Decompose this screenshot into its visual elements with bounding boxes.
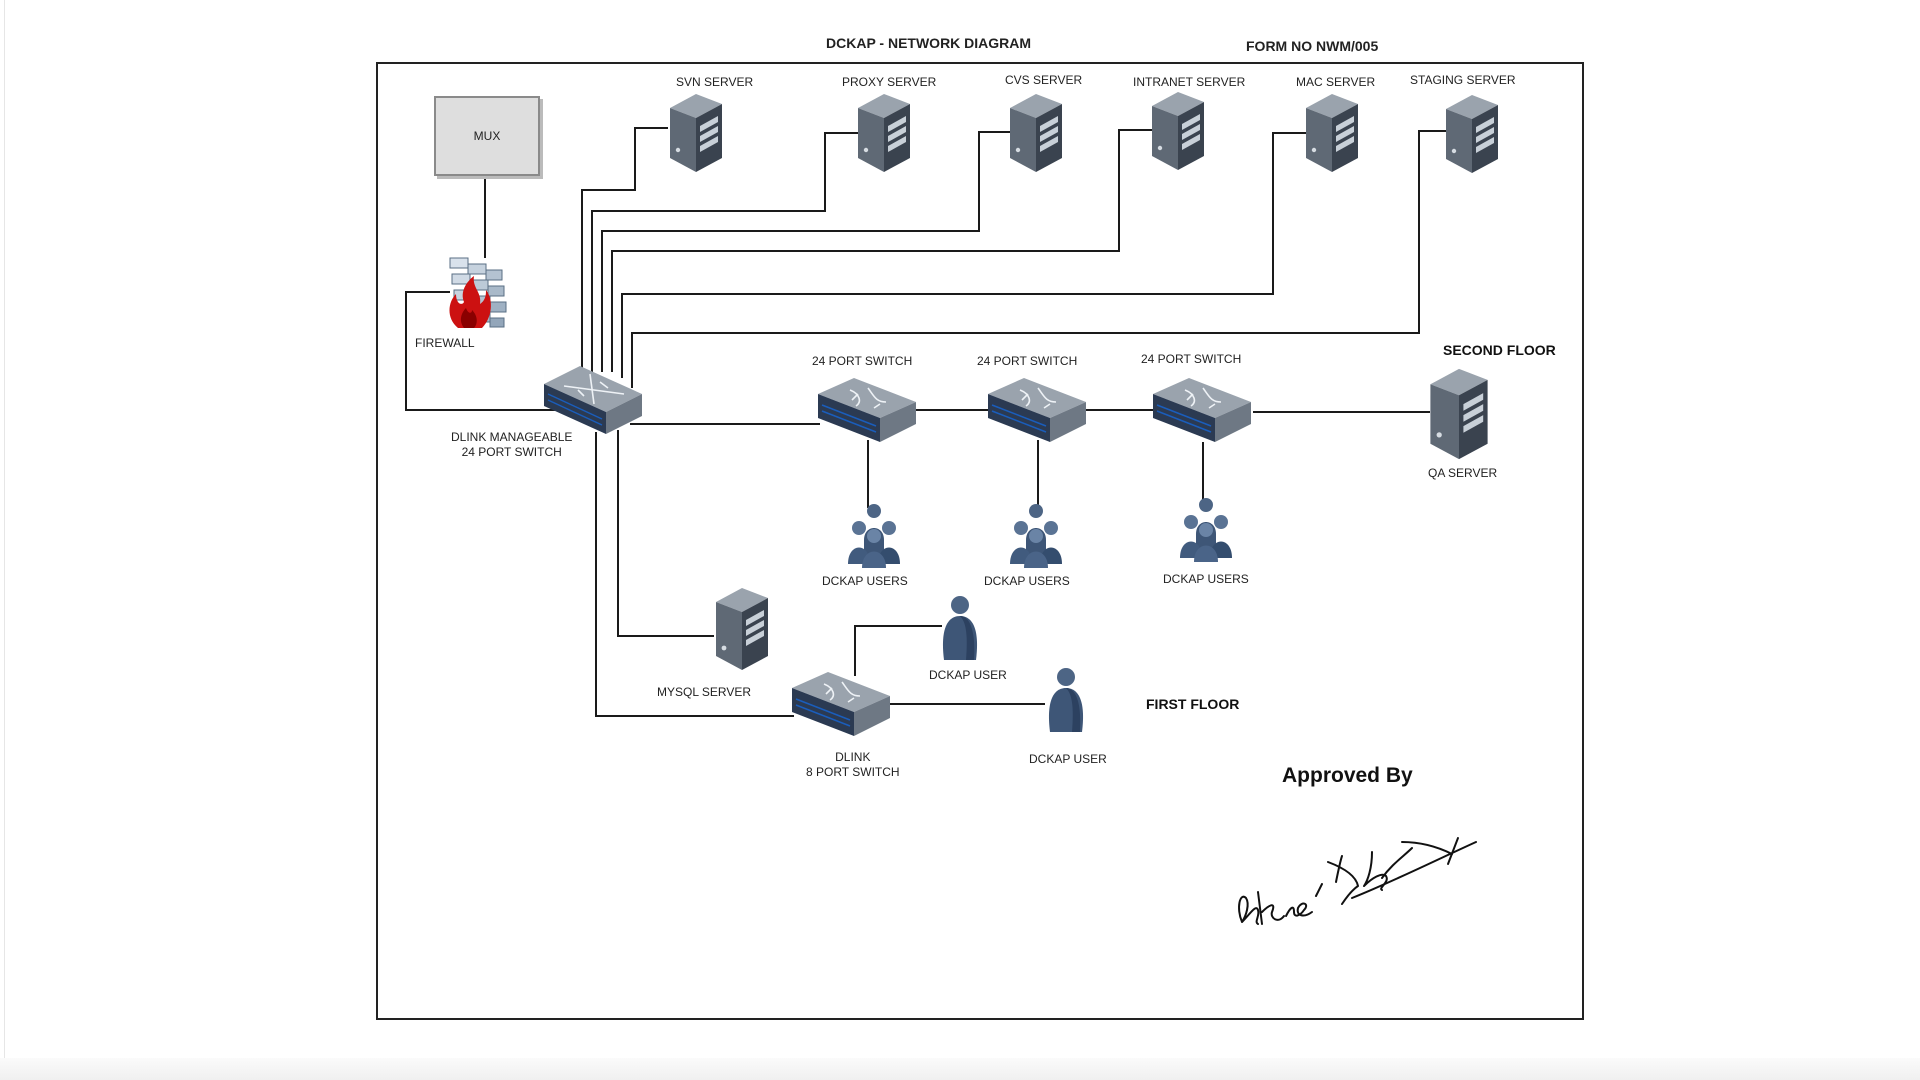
user-1-icon [942, 596, 978, 660]
second-floor-label: SECOND FLOOR [1443, 342, 1556, 358]
core-switch-label-line1: DLINK MANAGEABLE [451, 430, 573, 444]
switch-2-icon [988, 378, 1086, 442]
mac-server-label: MAC SERVER [1296, 75, 1376, 89]
link-core-smallswitch [595, 432, 794, 717]
user-group-1-label: DCKAP USERS [822, 574, 908, 588]
cvs-server-label: CVS SERVER [1005, 73, 1083, 87]
staging-server-label: STAGING SERVER [1410, 73, 1516, 87]
intranet-server-label: INTRANET SERVER [1133, 75, 1246, 89]
small-switch-label-line2: 8 PORT SWITCH [806, 765, 900, 779]
page-edge [4, 0, 5, 1060]
user-group-2-icon [1010, 504, 1062, 568]
svn-server-icon [670, 94, 722, 172]
user-group-3-icon [1180, 498, 1232, 562]
user-group-3-label: DCKAP USERS [1163, 572, 1249, 586]
proxy-server-icon [858, 94, 910, 172]
qa-server-label: QA SERVER [1428, 466, 1498, 480]
core-switch-label-line2: 24 PORT SWITCH [461, 445, 562, 459]
switch-3-label: 24 PORT SWITCH [1141, 352, 1242, 366]
approved-by-label: Approved By [1282, 764, 1413, 787]
mysql-server-label: MYSQL SERVER [657, 685, 752, 699]
firewall-icon [449, 257, 507, 328]
user-group-1-icon [848, 504, 900, 568]
svn-server-label: SVN SERVER [676, 75, 754, 89]
small-switch-icon [792, 672, 890, 736]
mysql-server-icon [716, 588, 768, 670]
link-smallswitch-user1 [854, 625, 942, 676]
link-core-svn [581, 127, 668, 372]
link-core-mac [621, 132, 1306, 378]
switch-2-label: 24 PORT SWITCH [977, 354, 1078, 368]
user-1-label: DCKAP USER [929, 668, 1007, 682]
link-core-mysql [617, 430, 714, 637]
cvs-server-icon [1010, 94, 1062, 172]
viewer-bottom-bar [0, 1058, 1920, 1080]
small-switch-label-line1: DLINK [835, 750, 871, 764]
link-core-proxy [591, 132, 858, 372]
link-core-cvs [601, 131, 1010, 372]
mux-box: MUX [434, 96, 540, 176]
core-switch-icon [544, 366, 642, 434]
first-floor-label: FIRST FLOOR [1146, 696, 1240, 712]
mac-server-icon [1306, 94, 1358, 172]
switch-3-icon [1153, 378, 1251, 442]
user-2-icon [1048, 668, 1084, 732]
signature-icon [1238, 837, 1477, 925]
core-switch-label: DLINK MANAGEABLE 24 PORT SWITCH [451, 430, 572, 460]
proxy-server-label: PROXY SERVER [842, 75, 937, 89]
switch-1-icon [818, 378, 916, 442]
form-number: FORM NO NWM/005 [1246, 38, 1379, 54]
diagram-frame [376, 62, 1584, 1020]
link-core-staging [631, 130, 1446, 388]
user-2-label: DCKAP USER [1029, 752, 1107, 766]
switch-1-label: 24 PORT SWITCH [812, 354, 913, 368]
intranet-server-icon [1152, 92, 1204, 170]
user-group-2-label: DCKAP USERS [984, 574, 1070, 588]
staging-server-icon [1446, 95, 1498, 173]
firewall-label: FIREWALL [415, 336, 475, 350]
mux-label: MUX [473, 129, 501, 143]
qa-server-icon [1430, 368, 1488, 460]
link-firewall-core [405, 291, 560, 411]
diagram-title: DCKAP - NETWORK DIAGRAM [826, 35, 1032, 51]
small-switch-label: DLINK 8 PORT SWITCH [806, 750, 900, 780]
link-core-intranet [611, 129, 1152, 372]
